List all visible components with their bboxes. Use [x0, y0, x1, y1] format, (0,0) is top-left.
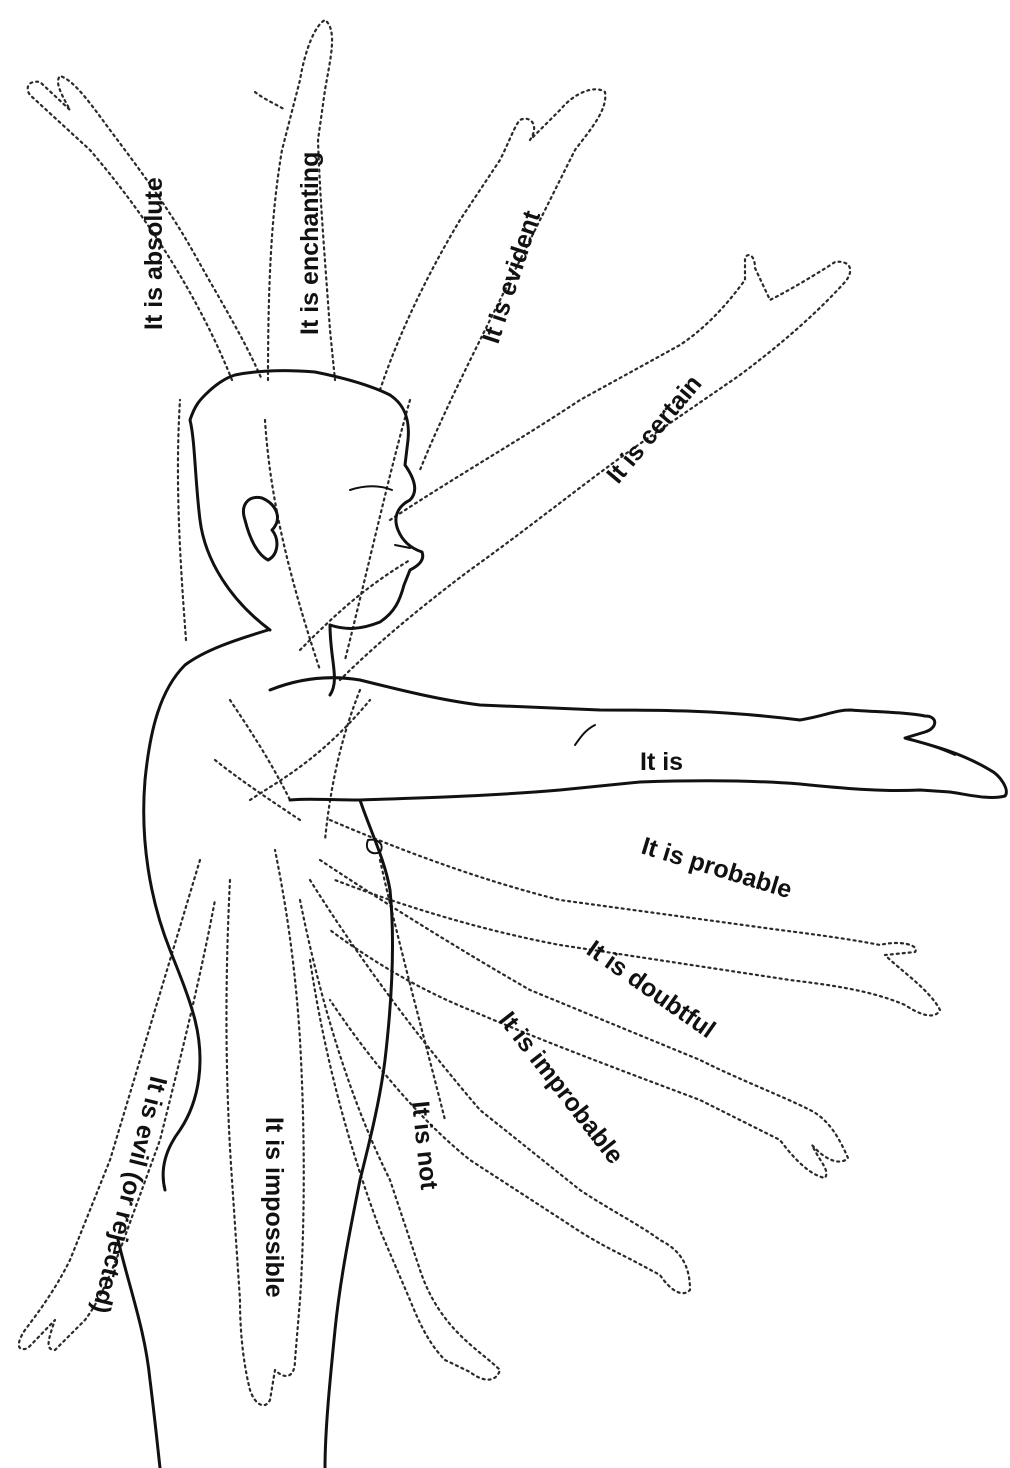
label-not: It is not — [406, 1100, 443, 1192]
label-doubtful: It is doubtful — [582, 935, 721, 1044]
labels: It is absolute It is enchanting It is ev… — [86, 152, 795, 1317]
label-absolute: It is absolute — [140, 177, 168, 330]
label-improbable: It is improbable — [493, 1006, 629, 1169]
label-probable: It is probable — [638, 832, 795, 904]
figure-outline — [118, 371, 1006, 1468]
label-is: It is — [640, 748, 683, 776]
label-evident: It is evident — [477, 207, 546, 347]
label-certain: It is certain — [601, 370, 707, 489]
label-impossible: It is impossible — [260, 1117, 288, 1298]
label-enchanting: It is enchanting — [296, 152, 324, 335]
ear-shape — [244, 497, 278, 560]
